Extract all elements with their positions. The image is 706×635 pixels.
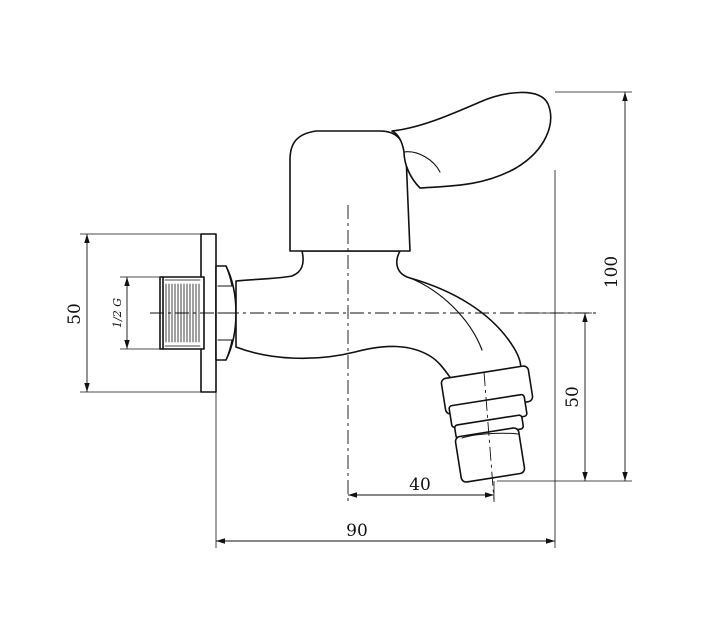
faucet-outline xyxy=(159,91,552,483)
hose-outlet xyxy=(440,365,534,483)
valve-head xyxy=(289,130,411,252)
extension-lines xyxy=(80,91,632,548)
dim-height-label: 100 xyxy=(602,256,622,288)
dimension-lines xyxy=(84,92,628,544)
dim-plate-label: 50 xyxy=(65,303,85,325)
center-lines xyxy=(150,205,598,505)
dim-outlet-height-label: 50 xyxy=(563,386,583,408)
spout-body xyxy=(235,250,522,381)
dim-offset-label: 40 xyxy=(409,475,431,495)
thread-size-label: 1/2 G xyxy=(111,298,124,328)
dim-width-label: 90 xyxy=(346,521,368,541)
lever-handle xyxy=(391,91,552,189)
outlet-axis xyxy=(483,371,495,501)
